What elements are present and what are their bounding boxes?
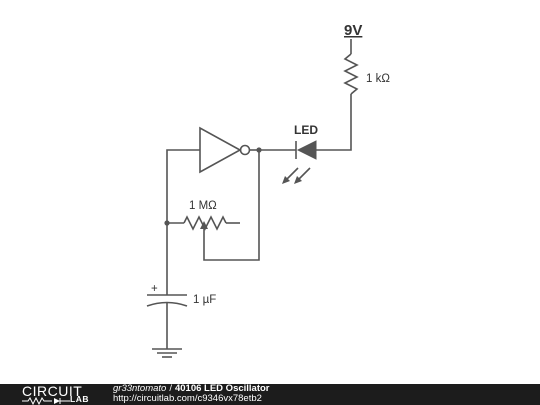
capacitor-label: 1 µF	[193, 294, 216, 306]
ground-icon	[152, 348, 182, 358]
capacitor-polarity-label: +	[151, 283, 158, 295]
potentiometer-label: 1 MΩ	[189, 200, 217, 212]
led	[295, 140, 317, 160]
footer-bar: CIRCUIT LAB gr33ntomato/40106 LED Oscill…	[0, 384, 540, 405]
pot-wiper-arrow-icon	[200, 221, 208, 232]
led-emission-arrows-icon	[282, 167, 311, 184]
circuit-url-link[interactable]: http://circuitlab.com/c9346vx78etb2	[113, 393, 262, 404]
input-wire	[166, 149, 200, 223]
logo-text-circuit: CIRCUIT	[22, 383, 83, 399]
logo-wave-icon	[22, 397, 70, 405]
inverter-gate	[199, 126, 251, 174]
logo-text-lab: LAB	[70, 394, 89, 404]
circuit-title: 40106 LED Oscillator	[174, 383, 270, 394]
resistor-label: 1 kΩ	[366, 73, 390, 85]
led-label: LED	[294, 123, 318, 137]
circuitlab-logo[interactable]: CIRCUIT LAB	[22, 384, 100, 405]
footer-separator: /	[169, 383, 172, 394]
supply-label: 9V	[344, 22, 362, 39]
schematic-diagram: 9V 1 kΩ LED 1 MΩ	[146, 22, 390, 358]
footer-credit: gr33ntomato/40106 LED Oscillator	[113, 384, 270, 394]
author-link[interactable]: gr33ntomato	[113, 383, 167, 394]
resistor-led-wire	[316, 94, 352, 151]
capacitor-1uf	[146, 294, 188, 307]
resistor-1k	[343, 53, 359, 95]
feedback-wire	[203, 150, 260, 261]
